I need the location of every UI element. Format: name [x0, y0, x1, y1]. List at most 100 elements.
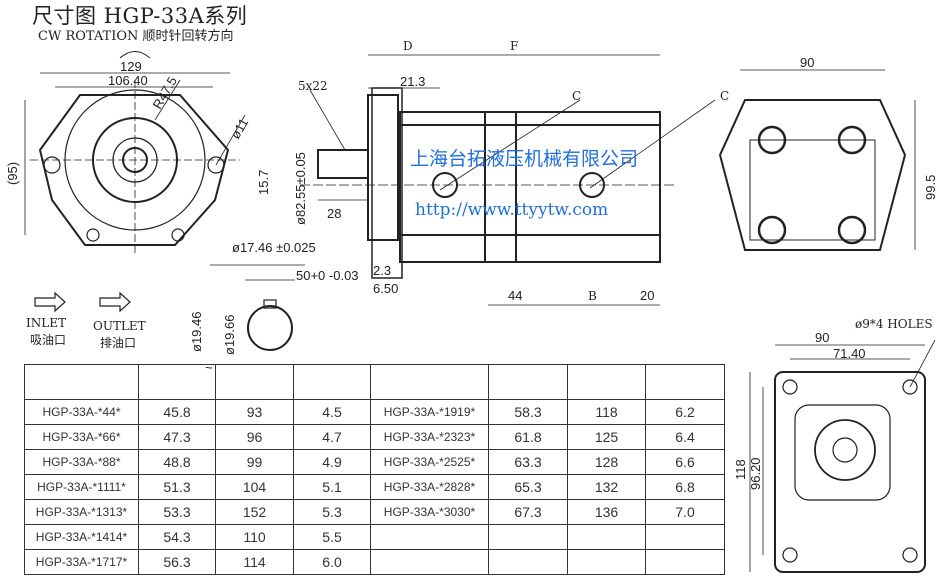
outlet-arrow-icon	[99, 291, 131, 313]
dim-shaft-length: 28	[327, 206, 341, 221]
value-cell: 51.3	[138, 474, 216, 500]
value-cell: 114	[215, 549, 294, 575]
dim-106: 106.40	[108, 73, 148, 88]
dim-6-50: 6.50	[373, 281, 398, 296]
value-cell: 61.8	[488, 424, 568, 450]
dim-2-3: 2.3	[373, 263, 391, 278]
model-cell: HGP-33A-*2525*	[370, 449, 489, 475]
value-cell: 5.1	[293, 474, 371, 500]
value-cell	[645, 549, 725, 575]
value-cell: 56.3	[138, 549, 216, 575]
value-cell: 5.5	[293, 524, 371, 550]
value-cell: 65.3	[488, 474, 568, 500]
label-b: B	[588, 289, 597, 303]
value-cell	[567, 524, 646, 550]
shaft-detail: ø17.46 ±0.025 50+0 -0.03 ø19.46 ~ ø19.66	[189, 240, 359, 375]
front-view: 129 106.40 R47.5 ø11 (95)	[5, 51, 252, 255]
dim-44: 44	[508, 288, 522, 303]
value-cell: 6.2	[645, 399, 725, 425]
rear-height: 99.5	[923, 175, 938, 200]
value-cell: 93	[215, 399, 294, 425]
label-c-1: C	[572, 89, 581, 103]
value-cell	[488, 524, 568, 550]
outlet-cn-label: 排油口	[100, 336, 136, 350]
value-cell: 6.0	[293, 549, 371, 575]
inlet-cn-label: 吸油口	[30, 333, 66, 347]
holes-label: ø9*4 HOLES	[855, 317, 933, 331]
model-cell	[370, 549, 489, 575]
value-cell: 152	[215, 499, 294, 525]
value-cell: 47.3	[138, 424, 216, 450]
rear-view: 90 99.5	[718, 55, 938, 251]
value-cell: 6.6	[645, 449, 725, 475]
value-cell: 132	[567, 474, 646, 500]
dim-key-height: 15.7	[256, 170, 271, 195]
label-d: D	[403, 39, 413, 53]
model-cell: HGP-33A-*44*	[24, 399, 139, 425]
dim-key-width: 50+0 -0.03	[296, 268, 359, 283]
value-cell: 7.0	[645, 499, 725, 525]
value-cell: 99	[215, 449, 294, 475]
dim-hole: ø11	[228, 115, 252, 141]
dim-shaft-dia: ø17.46 ±0.025	[232, 240, 316, 255]
port-inner-height: 96.20	[748, 457, 763, 490]
model-cell: HGP-33A-*2323*	[370, 424, 489, 450]
dim-21-3: 21.3	[400, 74, 425, 89]
port-width: 90	[815, 330, 829, 345]
rotation-subtitle: CW ROTATION 顺时针回转方向	[38, 29, 234, 44]
value-cell: 54.3	[138, 524, 216, 550]
model-cell: HGP-33A-*1414*	[24, 524, 139, 550]
value-cell: 67.3	[488, 499, 568, 525]
value-cell	[488, 549, 568, 575]
value-cell: 4.9	[293, 449, 371, 475]
value-cell: 45.8	[138, 399, 216, 425]
label-f: F	[510, 39, 518, 53]
watermark-company: 上海台拓液压机械有限公司	[410, 148, 638, 170]
model-cell: HGP-33A-*3030*	[370, 499, 489, 525]
model-cell: HGP-33A-*1313*	[24, 499, 139, 525]
value-cell: 125	[567, 424, 646, 450]
value-cell	[567, 549, 646, 575]
dim-dia-range-2: ø19.66	[222, 315, 237, 355]
port-height: 118	[733, 459, 748, 480]
value-cell	[645, 524, 725, 550]
value-cell: 128	[567, 449, 646, 475]
model-cell: HGP-33A-*1919*	[370, 399, 489, 425]
table-header-row	[24, 364, 725, 400]
dim-key: 5x22	[298, 79, 328, 93]
port-inner-width: 71.40	[833, 346, 866, 361]
value-cell: 6.8	[645, 474, 725, 500]
page-title: 尺寸图 HGP-33A系列	[32, 4, 248, 28]
value-cell: 110	[215, 524, 294, 550]
inlet-arrow-icon	[34, 291, 66, 313]
dim-20: 20	[640, 288, 654, 303]
legend: INLET 吸油口 OUTLET 排油口	[26, 291, 146, 350]
model-cell	[370, 524, 489, 550]
model-cell: HGP-33A-*1111*	[24, 474, 139, 500]
port-view: ø9*4 HOLES 90 71.40 118 96.20	[733, 317, 936, 573]
value-cell: 4.7	[293, 424, 371, 450]
value-cell: 96	[215, 424, 294, 450]
side-view: D F 21.3 5x22 ø82.55±0.05 15.7 28 C C 2.…	[256, 39, 729, 306]
watermark-url: http://www.ttyytw.com	[415, 200, 608, 220]
model-cell: HGP-33A-*1717*	[24, 549, 139, 575]
dim-dia-range-1: ø19.46	[189, 312, 204, 352]
label-c-2: C	[720, 89, 729, 103]
value-cell: 118	[567, 399, 646, 425]
dim-pilot-dia: ø82.55±0.05	[293, 152, 308, 225]
rear-width: 90	[800, 55, 814, 70]
value-cell: 104	[215, 474, 294, 500]
value-cell: 63.3	[488, 449, 568, 475]
dim-height: (95)	[5, 162, 20, 185]
value-cell: 5.3	[293, 499, 371, 525]
value-cell: 58.3	[488, 399, 568, 425]
